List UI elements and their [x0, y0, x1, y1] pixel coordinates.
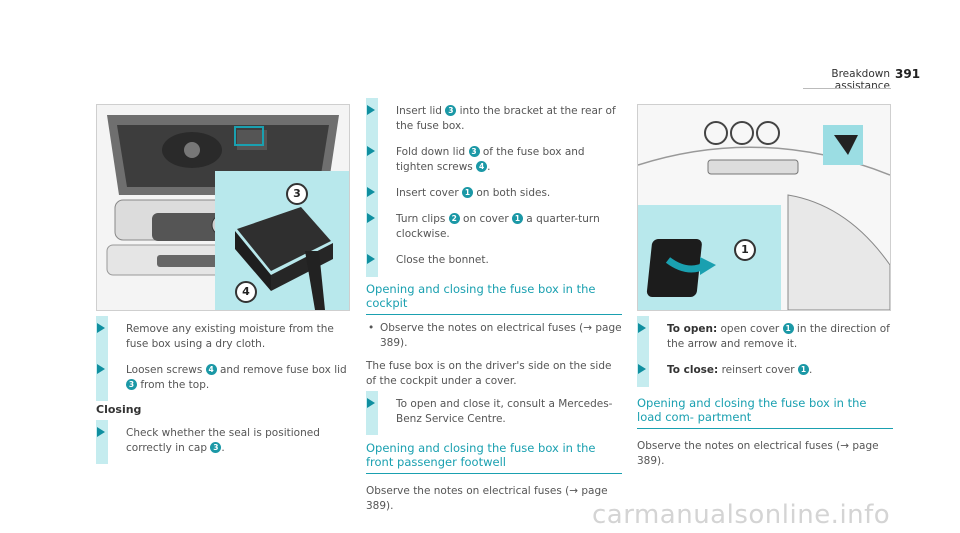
ref-number: 2	[448, 213, 460, 224]
step-to-open: To open: open cover 1 in the direction o…	[637, 316, 893, 360]
cockpit-figure: 1	[637, 104, 891, 311]
callout-4: 4	[235, 281, 257, 303]
step-insert-cover: Insert cover 1 on both sides.	[366, 180, 622, 210]
ref-number: 4	[205, 364, 217, 375]
step-arrow-icon	[367, 187, 375, 197]
step-arrow-icon	[367, 146, 375, 156]
column-right: To open: open cover 1 in the direction o…	[637, 316, 893, 477]
step-insert-lid: Insert lid 3 into the bracket at the rea…	[366, 98, 622, 142]
callout-3: 3	[286, 183, 308, 205]
ref-number: 3	[468, 146, 480, 157]
step-to-close: To close: reinsert cover 1.	[637, 357, 893, 387]
para-load-compartment-note: Observe the notes on electrical fuses (→…	[637, 440, 879, 467]
header-rule	[803, 88, 891, 89]
cover-inset: 1	[638, 205, 781, 310]
step-arrow-icon	[638, 364, 646, 374]
step-turn-clips: Turn clips 2 on cover 1 a quarter-turn c…	[366, 206, 622, 250]
ref-number: 1	[782, 323, 794, 334]
ref-number: 1	[511, 213, 523, 224]
closing-heading: Closing	[96, 403, 142, 416]
step-check-seal: Check whether the seal is positioned cor…	[96, 420, 351, 464]
step-close-bonnet: Close the bonnet.	[366, 247, 622, 277]
step-arrow-icon	[367, 213, 375, 223]
heading-load-compartment: Opening and closing the fuse box in the …	[637, 396, 893, 429]
cover-illustration	[646, 239, 716, 297]
heading-cockpit: Opening and closing the fuse box in the …	[366, 282, 622, 315]
para-footwell-note: Observe the notes on electrical fuses (→…	[366, 485, 608, 512]
step-arrow-icon	[97, 364, 105, 374]
ref-number: 1	[797, 364, 809, 375]
column-middle: Insert lid 3 into the bracket at the rea…	[366, 98, 622, 522]
step-arrow-icon	[367, 254, 375, 264]
ref-number: 3	[126, 379, 137, 390]
ref-number: 3	[210, 442, 222, 453]
ref-number: 1	[461, 187, 473, 198]
running-header: Breakdown assistance	[831, 68, 890, 92]
step-loosen-screws: Loosen screws 4 and remove fuse box lid …	[96, 357, 351, 401]
step-arrow-icon	[638, 323, 646, 333]
para-fuse-box-location: The fuse box is on the driver's side on …	[366, 360, 612, 387]
heading-passenger-footwell: Opening and closing the fuse box in the …	[366, 441, 622, 474]
step-service-centre: To open and close it, consult a Mercedes…	[366, 391, 622, 435]
engine-bay-figure: 3 4	[96, 104, 350, 311]
step-arrow-icon	[97, 427, 105, 437]
step-arrow-icon	[367, 398, 375, 408]
step-arrow-icon	[367, 105, 375, 115]
step-arrow-icon	[97, 323, 105, 333]
callout-1: 1	[734, 239, 756, 261]
step-fold-lid: Fold down lid 3 of the fuse box and tigh…	[366, 139, 622, 183]
fuse-box-inset: 3 4	[215, 171, 349, 310]
ref-number: 4	[476, 161, 488, 172]
step-remove-moisture: Remove any existing moisture from the fu…	[96, 316, 351, 360]
column-left: Remove any existing moisture from the fu…	[96, 316, 351, 467]
fuse-box-lid-illustration	[235, 207, 333, 310]
watermark: carmanualsonline.info	[592, 500, 891, 530]
note-electrical-fuses: Observe the notes on electrical fuses (→…	[366, 321, 622, 351]
ref-number: 3	[445, 105, 457, 116]
page-number: 391	[895, 67, 921, 81]
